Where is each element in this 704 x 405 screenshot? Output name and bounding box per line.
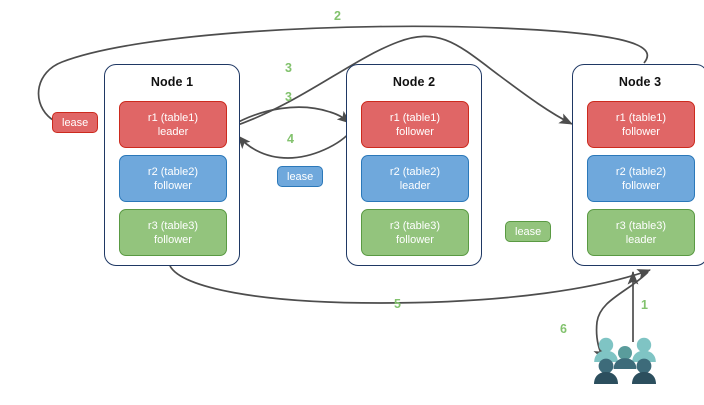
replica-chip[interactable]: r1 (table1) leader [119,101,227,148]
arrow-step-5 [169,265,651,304]
replica-role: leader [399,179,431,192]
lease-chip-green[interactable]: lease [505,221,552,242]
replica-name: r3 (table3) [615,219,667,232]
replica-chip[interactable]: r3 (table3) follower [119,209,227,256]
lease-chip-red[interactable]: lease [52,112,99,133]
node-container-3[interactable]: Node 3 r1 (table1) follower r2 (table2) … [572,64,704,266]
step-label-3b: 3 [285,90,292,104]
replica-role: follower [396,233,434,246]
replica-role: follower [154,233,192,246]
replica-name: r1 (table1) [147,111,199,124]
lease-chip-blue[interactable]: lease [277,166,324,187]
replica-name: r1 (table1) [389,111,441,124]
replica-chip[interactable]: r3 (table3) follower [361,209,469,256]
users-icon [594,337,656,384]
step-label-6: 6 [560,322,567,336]
node-title: Node 1 [150,75,194,89]
step-label-3a: 3 [285,61,292,75]
replica-chip[interactable]: r1 (table1) follower [361,101,469,148]
replica-role: follower [622,125,660,138]
arrow-step-4 [237,129,353,159]
replica-role: follower [154,179,192,192]
replica-name: r3 (table3) [147,219,199,232]
replica-chip[interactable]: r2 (table2) follower [587,155,695,202]
node-title: Node 2 [392,75,436,89]
step-label-2: 2 [334,9,341,23]
replica-name: r2 (table2) [389,165,441,178]
node-title: Node 3 [618,75,662,89]
replica-name: r1 (table1) [615,111,667,124]
replica-chip[interactable]: r1 (table1) follower [587,101,695,148]
replica-role: leader [157,125,189,138]
replica-chip[interactable]: r2 (table2) leader [361,155,469,202]
arrow-step-3-to-node2 [230,106,351,127]
node-container-1[interactable]: Node 1 r1 (table1) leader r2 (table2) fo… [104,64,240,266]
replica-name: r2 (table2) [147,165,199,178]
replica-chip[interactable]: r3 (table3) leader [587,209,695,256]
step-label-5: 5 [394,297,401,311]
replica-chip[interactable]: r2 (table2) follower [119,155,227,202]
replica-role: leader [625,233,657,246]
node-container-2[interactable]: Node 2 r1 (table1) follower r2 (table2) … [346,64,482,266]
step-label-4: 4 [287,132,294,146]
replica-name: r2 (table2) [615,165,667,178]
replica-name: r3 (table3) [389,219,441,232]
step-label-1: 1 [641,298,648,312]
replica-role: follower [622,179,660,192]
replica-role: follower [396,125,434,138]
